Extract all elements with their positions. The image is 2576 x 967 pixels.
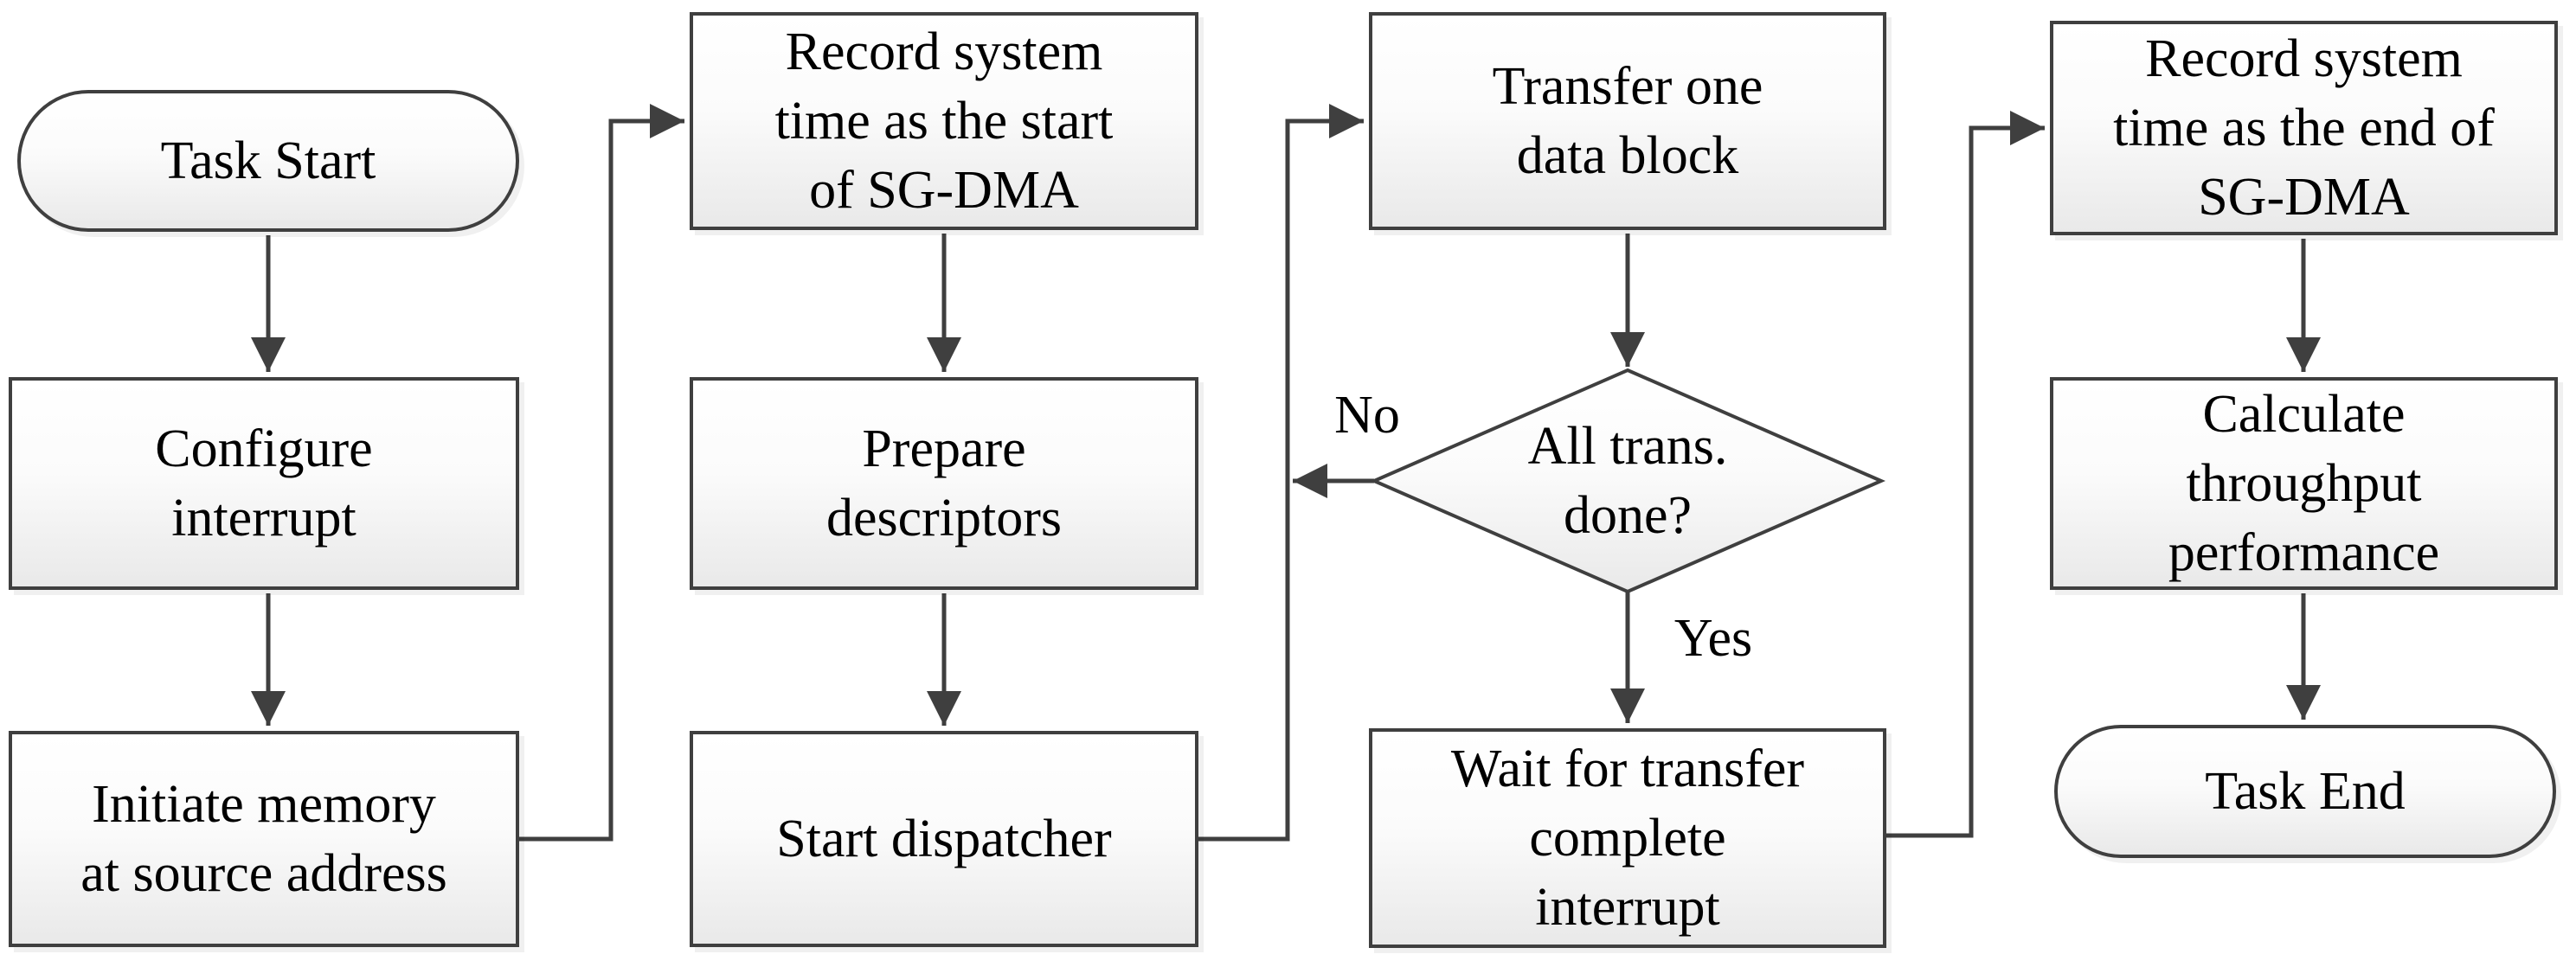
node-initiate-memory: Initiate memory at source address: [9, 731, 519, 947]
node-record-start-label: Record system time as the start of SG-DM…: [774, 22, 1114, 220]
decision-diamond-shape: [1370, 368, 1885, 594]
node-task-start: Task Start: [17, 90, 519, 232]
node-calculate-throughput: Calculate throughput performance: [2050, 377, 2558, 590]
node-record-end: Record system time as the end of SG-DMA: [2050, 21, 2558, 235]
edge-wait-interrupt-to-record-end: [1886, 111, 2045, 838]
node-start-dispatcher: Start dispatcher: [690, 731, 1198, 947]
node-record-start: Record system time as the start of SG-DM…: [690, 12, 1198, 230]
node-prepare-descriptors: Prepare descriptors: [690, 377, 1198, 590]
no-label-text: No: [1334, 386, 1400, 445]
node-transfer-block-label: Transfer one data block: [1492, 57, 1763, 185]
edge-label-yes: Yes: [1644, 602, 1783, 675]
node-prepare-descriptors-label: Prepare descriptors: [825, 419, 1063, 548]
node-task-end-label: Task End: [2205, 762, 2406, 821]
node-initiate-memory-label: Initiate memory at source address: [80, 775, 447, 903]
node-configure-interrupt-label: Configure interrupt: [155, 419, 373, 548]
edge-initiate-memory-to-record-start: [519, 104, 684, 842]
node-record-end-label: Record system time as the end of SG-DMA: [2113, 29, 2495, 227]
yes-label-text: Yes: [1673, 609, 1753, 668]
node-task-start-label: Task Start: [160, 131, 376, 190]
edge-start-dispatcher-to-transfer-block: [1198, 104, 1364, 842]
node-wait-interrupt-label: Wait for transfer complete interrupt: [1450, 740, 1805, 937]
node-start-dispatcher-label: Start dispatcher: [776, 810, 1112, 868]
node-configure-interrupt: Configure interrupt: [9, 377, 519, 590]
node-wait-interrupt: Wait for transfer complete interrupt: [1369, 728, 1886, 948]
node-transfer-block: Transfer one data block: [1369, 12, 1886, 230]
node-decision-label: All trans. done?: [1368, 386, 1887, 576]
decision-question-text: All trans. done?: [1527, 417, 1728, 545]
node-calculate-throughput-label: Calculate throughput performance: [2168, 385, 2440, 582]
edge-label-no: No: [1302, 379, 1432, 451]
node-task-end: Task End: [2054, 725, 2556, 858]
